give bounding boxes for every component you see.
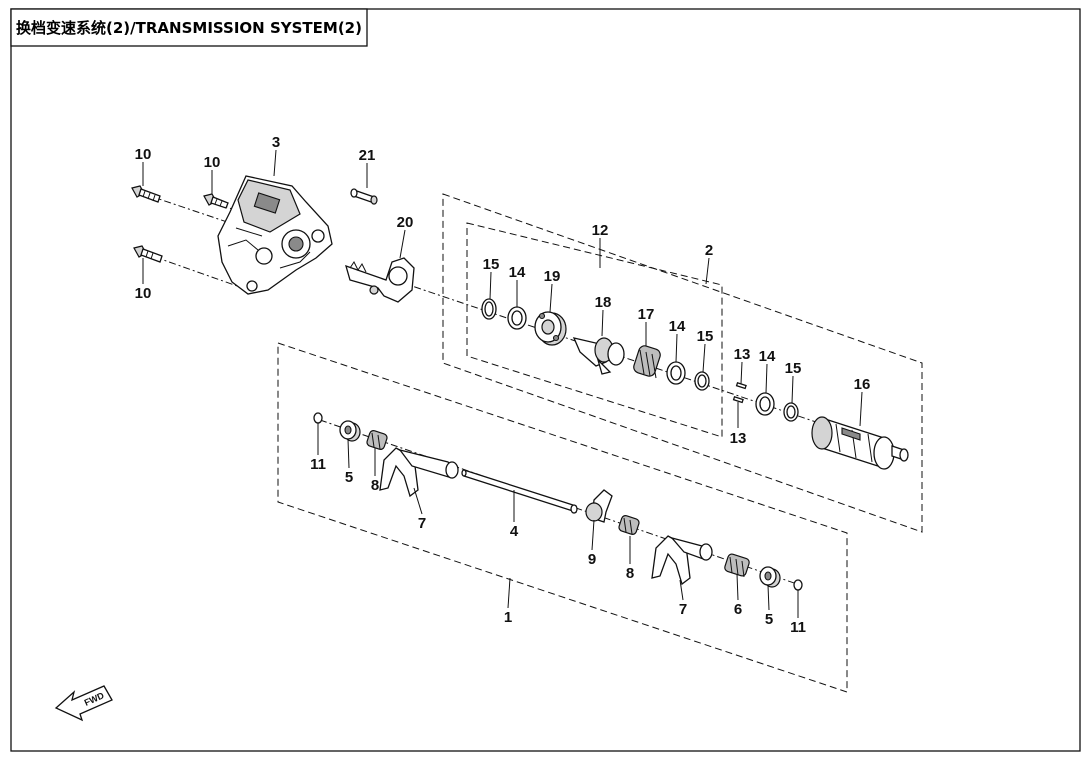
shift-fork-9 (585, 489, 613, 523)
callout-10: 10 (204, 154, 221, 171)
callout-8: 8 (371, 477, 379, 494)
fwd-arrow: FWD (54, 685, 113, 722)
callout-1: 1 (504, 609, 512, 626)
callout-13: 13 (734, 346, 751, 363)
spring-8-left (366, 430, 388, 450)
callout-15: 15 (785, 360, 802, 377)
diagram-border (10, 8, 1081, 752)
washer-14-b (666, 361, 686, 385)
axis-line-fork-shaft (319, 419, 801, 586)
callout-7: 7 (679, 601, 687, 618)
pin-13-upper (735, 381, 747, 390)
shift-fork-7-right (651, 535, 713, 586)
callout-17: 17 (638, 306, 655, 323)
callout-15: 15 (483, 256, 500, 273)
callout-10: 10 (135, 146, 152, 163)
callout-6: 6 (734, 601, 742, 618)
callout-9: 9 (588, 551, 596, 568)
callout-12: 12 (592, 222, 609, 239)
spring-17 (633, 345, 661, 379)
callout-8: 8 (626, 565, 634, 582)
callout-5: 5 (345, 469, 353, 486)
circlip-15-a (481, 298, 497, 320)
callout-2: 2 (705, 242, 713, 259)
pin-21 (350, 188, 378, 205)
callout-7: 7 (418, 515, 426, 532)
spring-8-right (618, 515, 640, 535)
cam-plate-19 (534, 311, 567, 346)
shift-housing-3 (217, 175, 333, 295)
callout-14: 14 (669, 318, 686, 335)
leader-lines (142, 149, 863, 618)
callout-4: 4 (510, 523, 519, 540)
washer-14-c (755, 392, 775, 416)
circlip-11-left (313, 412, 323, 424)
callout-11: 11 (310, 456, 326, 473)
axis-line-bolt-lower (154, 256, 241, 288)
washer-14-a (507, 306, 527, 330)
group-box-2 (442, 193, 923, 533)
callout-21: 21 (359, 147, 376, 164)
circlip-15-c (783, 402, 799, 422)
shift-drum-16 (811, 416, 909, 470)
shift-fork-7-left (379, 447, 459, 498)
bolt-10-lower (133, 245, 163, 263)
bolt-10-middle (203, 193, 229, 209)
stopper-18 (572, 337, 625, 375)
bolt-10-upper (131, 185, 161, 203)
callout-10: 10 (135, 285, 152, 302)
callout-18: 18 (595, 294, 612, 311)
title-box (10, 8, 368, 47)
callout-19: 19 (544, 268, 561, 285)
callout-13: 13 (730, 430, 747, 447)
group-box-1 (277, 342, 848, 693)
fork-shaft-4 (461, 469, 578, 514)
pin-13-lower (732, 395, 744, 404)
bushing-5-left (339, 420, 361, 442)
group-box-12 (466, 222, 723, 438)
shift-arm-20 (345, 257, 415, 303)
diagram-title: 换档变速系统(2)/TRANSMISSION SYSTEM(2) (16, 19, 362, 37)
callout-14: 14 (509, 264, 526, 281)
circlip-15-b (694, 371, 710, 391)
callout-20: 20 (397, 214, 414, 231)
callout-15: 15 (697, 328, 714, 345)
callout-5: 5 (765, 611, 773, 628)
bushing-5-right (759, 566, 781, 588)
callout-16: 16 (854, 376, 871, 393)
callout-11: 11 (790, 619, 806, 636)
callout-14: 14 (759, 348, 776, 365)
callout-3: 3 (272, 134, 280, 151)
spring-6 (724, 553, 750, 578)
circlip-11-right (793, 579, 803, 591)
callout-labels: 10 10 10 3 21 20 12 2 15 14 19 18 17 14 … (135, 134, 871, 636)
